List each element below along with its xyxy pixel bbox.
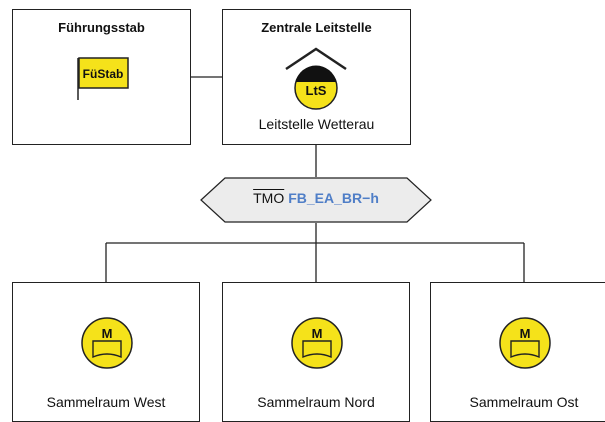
sammelraum-symbol-text: M: [102, 326, 113, 341]
sammelraum-m-icon: M: [499, 317, 551, 369]
leitstelle-house-icon: LtS: [285, 47, 347, 110]
hexagon-shape: [200, 177, 432, 223]
sammelraum-symbol-text: M: [312, 326, 323, 341]
lts-symbol-text: LtS: [306, 83, 327, 98]
sammelraum-nord-caption: Sammelraum Nord: [257, 394, 375, 410]
fuestab-flag-icon: FüStab: [77, 57, 129, 100]
tmo-code: FB_EA_BR−h: [288, 190, 379, 206]
sammelraum-nord-box: M Sammelraum Nord: [222, 282, 410, 422]
fuehrungsstab-title: Führungsstab: [58, 20, 145, 35]
fuehrungsstab-box: Führungsstab FüStab: [12, 9, 191, 145]
tmo-label: TMO: [253, 190, 285, 206]
leitstelle-box: Zentrale Leitstelle LtS Leitstelle Wette…: [222, 9, 411, 145]
sammelraum-ost-box: M Sammelraum Ost: [430, 282, 605, 422]
sammelraum-m-icon: M: [291, 317, 343, 369]
leitstelle-title: Zentrale Leitstelle: [261, 20, 372, 35]
sammelraum-symbol-text: M: [520, 326, 531, 341]
sammelraum-west-box: M Sammelraum West: [12, 282, 200, 422]
fuestab-symbol-text: FüStab: [83, 67, 124, 81]
sammelraum-m-icon: M: [81, 317, 133, 369]
sammelraum-ost-caption: Sammelraum Ost: [469, 394, 579, 410]
sammelraum-west-caption: Sammelraum West: [46, 394, 166, 410]
leitstelle-caption: Leitstelle Wetterau: [258, 116, 375, 132]
